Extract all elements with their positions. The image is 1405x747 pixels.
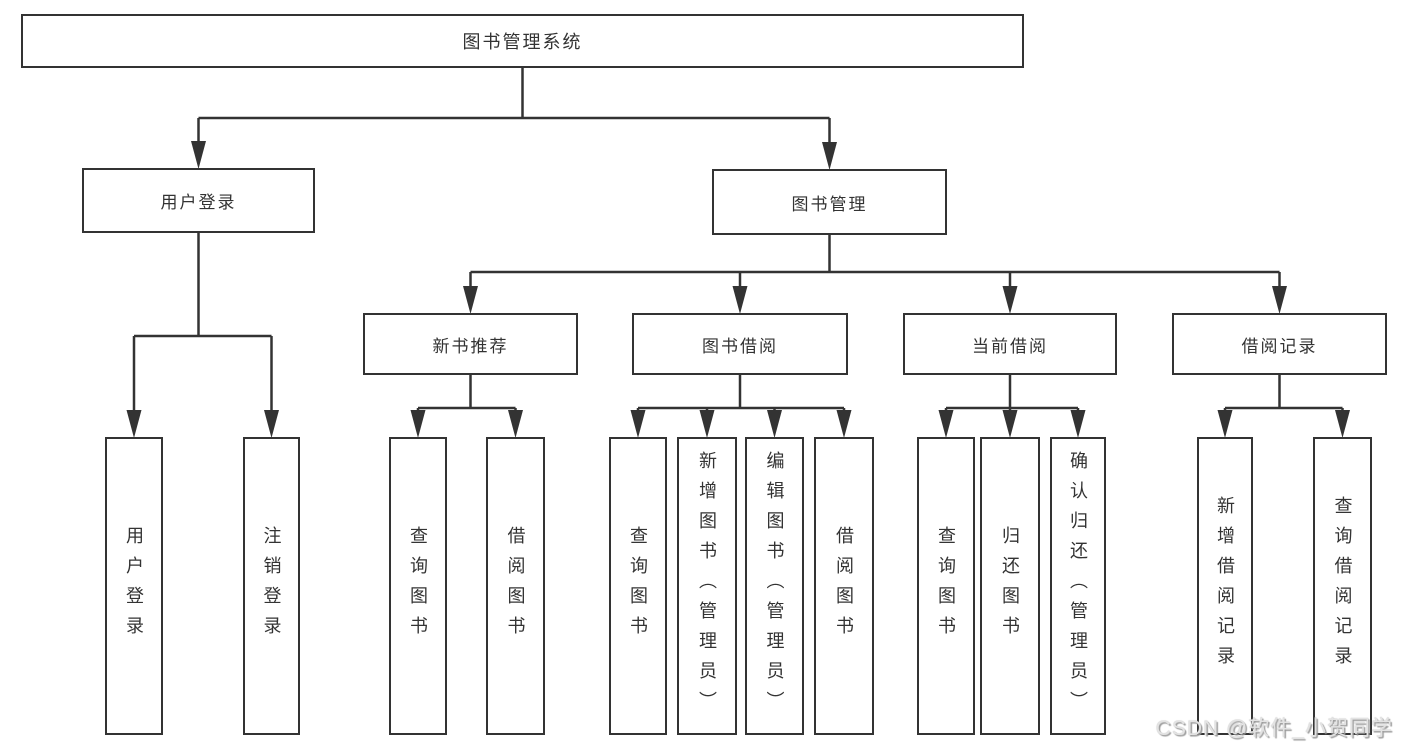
node-v-user-login: 用户登录 [105, 437, 163, 735]
node-label-v-query-book-2: 查询图书 [628, 526, 648, 646]
node-user-login: 用户登录 [82, 168, 315, 233]
node-v-logout: 注销登录 [243, 437, 300, 735]
node-label-book-borrow: 图书借阅 [702, 336, 778, 356]
node-borrow-records: 借阅记录 [1172, 313, 1387, 375]
node-new-book-rec: 新书推荐 [363, 313, 578, 375]
node-v-query-book-1: 查询图书 [389, 437, 447, 735]
node-label-v-logout: 注销登录 [261, 526, 282, 646]
node-label-v-borrow-book-1: 借阅图书 [505, 526, 526, 646]
node-label-v-query-record: 查询借阅记录 [1332, 496, 1353, 676]
node-current-borrow: 当前借阅 [903, 313, 1117, 375]
node-label-borrow-records: 借阅记录 [1241, 336, 1318, 356]
node-label-v-add-record: 新增借阅记录 [1215, 496, 1235, 676]
node-v-query-record: 查询借阅记录 [1313, 437, 1372, 735]
node-label-current-borrow: 当前借阅 [972, 336, 1048, 356]
node-v-add-record: 新增借阅记录 [1197, 437, 1253, 735]
node-v-query-book-3: 查询图书 [917, 437, 975, 735]
node-label-v-add-book: 新增图书（管理员） [697, 451, 717, 721]
node-book-borrow: 图书借阅 [632, 313, 848, 375]
node-v-edit-book: 编辑图书（管理员） [745, 437, 804, 735]
node-v-borrow-book-1: 借阅图书 [486, 437, 545, 735]
node-label-book-mgmt: 图书管理 [791, 194, 868, 214]
node-label-v-return-book: 归还图书 [1000, 526, 1020, 646]
node-label-new-book-rec: 新书推荐 [432, 336, 509, 356]
watermark-text: CSDN @软件_小贺同学 [1155, 717, 1393, 740]
node-label-v-query-book-3: 查询图书 [936, 526, 956, 646]
node-book-mgmt: 图书管理 [712, 169, 947, 235]
node-v-borrow-book-2: 借阅图书 [814, 437, 874, 735]
node-label-v-query-book-1: 查询图书 [408, 526, 428, 646]
node-label-v-edit-book: 编辑图书（管理员） [764, 451, 785, 721]
node-label-user-login: 用户登录 [160, 193, 237, 212]
node-v-query-book-2: 查询图书 [609, 437, 667, 735]
node-root: 图书管理系统 [21, 14, 1024, 68]
node-v-confirm-return: 确认归还（管理员） [1050, 437, 1106, 735]
node-v-return-book: 归还图书 [980, 437, 1040, 735]
node-v-add-book: 新增图书（管理员） [677, 437, 737, 735]
node-label-v-confirm-return: 确认归还（管理员） [1068, 451, 1088, 721]
node-label-root: 图书管理系统 [462, 32, 583, 52]
node-label-v-user-login: 用户登录 [124, 526, 144, 646]
node-label-v-borrow-book-2: 借阅图书 [834, 526, 854, 646]
